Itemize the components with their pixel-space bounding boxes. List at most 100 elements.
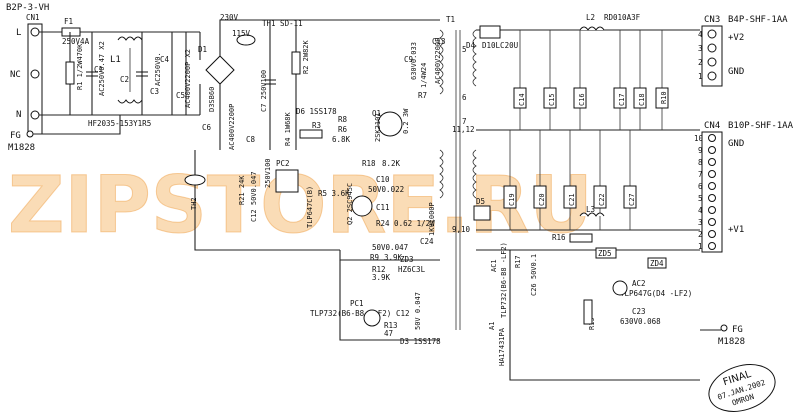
transistor-q2-label: Q2 2SC945C [346,183,354,225]
zener-zd4-label: ZD4 [650,259,664,268]
resistor-r10-label: R10 [660,91,668,104]
thermistor-th2 [184,174,206,186]
cn1-pin-n: N [16,110,21,120]
cn3-body [701,25,723,87]
mosfet-q1-value: 2SK2101 [374,112,382,142]
transformer-t1: T1 5 6 7 11,12 9,10 [439,15,477,330]
capacitor-c15-box [573,87,587,109]
capacitor-c22-label: C22 [598,193,606,206]
fg-right-label: FG [732,325,743,335]
bridge-d1-value: D3SB60 [208,87,216,112]
transistor-q2 [351,195,373,217]
cn4-pin-1: 1 [698,242,703,251]
ic-a1-value: HA17431PA [498,327,506,366]
choke-l1-coil-top [117,36,143,41]
cn4-terminal-7 [708,170,716,178]
thermistor-th2-label: TH2 [190,197,198,210]
diode-d5-label: D5 [476,197,485,206]
ac1-value: TLP732(B6-B8 -LF2) [500,242,508,318]
capacitor-c3-value: AC250V0. [154,52,162,86]
bottom-primary-wire [339,260,440,341]
cn1-terminal-3 [30,110,40,120]
resistor-r1 [65,61,75,85]
cn4-pin-10: 10 [694,134,704,143]
cn4-terminal-10 [708,134,716,142]
resistor-r3 [299,129,323,139]
cn3-gnd-label: GND [728,67,744,77]
capacitor-c14-box [543,87,557,109]
cn4-pin-5: 5 [698,194,703,203]
secondary-capacitors: C14 C15 C16 C17 C18 R10 C19 C20 C21 C22 … [503,30,669,230]
resistor-r7-label: R7 [418,91,427,100]
resistor-r5-label: R5 3.6K [318,189,350,198]
capacitor-c1-value: AC250V0.47 X2 [98,41,106,96]
cn4-pin-9: 9 [698,146,703,155]
ac2-label: AC2 [632,279,646,288]
resistor-r10-box [655,87,669,109]
voltage-230v-label: 230V [220,13,239,22]
cn4-part-label: B10P-SHF-1AA [728,121,794,131]
c7-r2-leads [269,20,297,150]
choke-l1-coil-bottom [117,99,143,104]
capacitor-c9-label: C9 [404,55,413,64]
resistor-r8-label: R8 [338,115,348,124]
upper-cap-leads [519,30,663,130]
bridge-rectifier-d1: D1 D3SB60 [198,45,235,112]
c4-c5-leads [171,32,187,115]
transformer-t1-secondary-2 [472,149,477,199]
capacitor-c21-box [563,185,577,209]
capacitor-c3-label: C3 [150,87,159,96]
cn3-pin-1: 1 [698,72,703,81]
capacitor-c22-box [593,185,607,209]
capacitor-c13-value: AC400V2200P [434,38,442,84]
fg-left-label: FG [10,131,21,141]
resistor-r16-label: R16 [552,233,566,242]
cn3-label: CN3 [704,15,720,25]
output-connector-cn4: CN4 B10P-SHF-1AA 10 9 8 7 6 5 4 3 2 1 GN… [694,121,794,253]
capacitor-c2 [136,71,148,77]
ac1-label: AC1 [490,259,498,272]
pin-11-12-label: 11,12 [452,125,475,134]
cn4-body [701,131,723,253]
cn4-terminal-9 [708,146,716,154]
capacitor-c17-label: C17 [618,93,626,106]
mosfet-q1-body [377,111,403,137]
resistor-r4-label: R4 1W68K [284,111,292,146]
resistor-r6-value: 6.8K [332,135,351,144]
capacitor-c26-label: C26 50V0.1 [530,254,538,296]
resistor-r2-label: R2 2W82K [302,39,310,74]
capacitor-c13-box [513,87,527,109]
resistor-r13-label: R13 [384,321,398,330]
capacitor-c23-value: 630V0.068 [620,317,661,326]
capacitor-c12-label: C12 50V0.047 [250,171,258,222]
thermistor-th1 [236,34,256,46]
capacitor-c27-box [623,185,637,209]
transformer-t1-primary [439,29,444,95]
fg-wire [33,115,121,135]
cn4-pin-3: 3 [698,218,703,227]
capacitor-c18-label: C18 [638,93,646,106]
cn4-label: CN4 [704,121,720,131]
final-stamp: FINAL 07.JAN.2002 OMRON [708,364,776,412]
cn1-label: CN1 [26,13,40,22]
capacitor-c16-label: C16 [578,93,586,106]
cn3-terminal-2 [707,57,717,67]
capacitor-c8-label: C8 [246,135,256,144]
fg-left-terminal [26,130,34,138]
capacitor-c24-value: 1KV1000P [428,202,436,236]
diode-d6-label: D6 1SS178 [296,107,337,116]
pin-7-label: 7 [462,117,467,126]
resistor-r13-value: 47 [384,329,393,338]
watermark: ZIPSTORE.RU [8,161,593,251]
transformer-t1-core [455,30,461,330]
cn1-part-label: B2P-3-VH [6,3,49,13]
cn1-pin-l: L [16,28,21,38]
diode-d4-body [479,25,501,39]
capacitor-c23-label: C23 [632,307,646,316]
capacitor-c10-label: C10 [376,175,390,184]
capacitor-c13-label: C13 [432,37,446,46]
cn4-pin-2: 2 [698,230,703,239]
diode-d4-label: D4 [466,41,476,50]
resistor-r1-label: R1 1/2W470K [76,43,84,90]
cn3-terminal-4 [707,29,717,39]
